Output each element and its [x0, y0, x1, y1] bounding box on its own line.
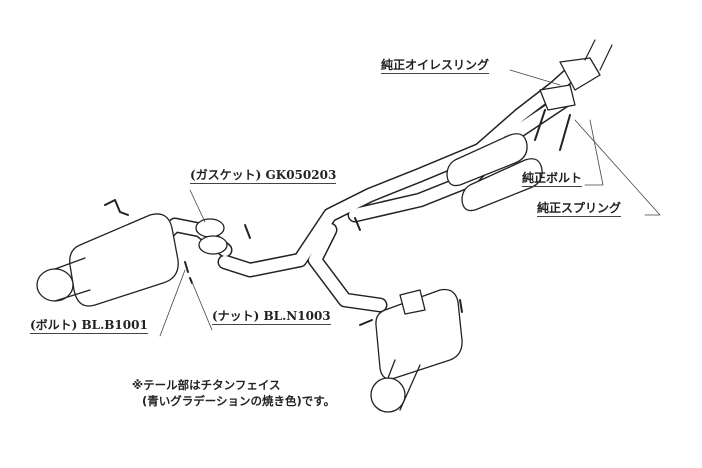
tail-right	[370, 377, 406, 413]
label-gasket: (ガスケット) GK050203	[190, 168, 337, 184]
leader-gasket	[189, 189, 206, 223]
front-flange	[559, 57, 601, 91]
muffler-right	[375, 288, 463, 380]
label-oem-bolt: 純正ボルト	[522, 171, 583, 187]
resonator-upper	[446, 133, 528, 187]
label-oem-oiles-ring: 純正オイレスリング	[381, 58, 490, 74]
note-line-1: ※テール部はチタンフェイス	[132, 378, 281, 392]
leader-oem-bolt	[584, 119, 604, 186]
tail-left	[36, 268, 74, 302]
label-nut: (ナット) BL.N1003	[212, 309, 331, 325]
resonator-lower	[461, 158, 543, 212]
muffler-left	[69, 213, 179, 307]
leader-nut	[191, 281, 213, 331]
label-bolt: (ボルト) BL.B1001	[30, 318, 148, 334]
gasket-flange	[195, 218, 225, 238]
leader-oem-spring	[574, 119, 661, 216]
leader-bolt	[159, 269, 186, 337]
leader-oiles-ring	[509, 69, 561, 86]
label-oem-spring: 純正スプリング	[537, 201, 622, 217]
note-line-2: (青いグラデーションの焼き色)です。	[142, 394, 336, 408]
